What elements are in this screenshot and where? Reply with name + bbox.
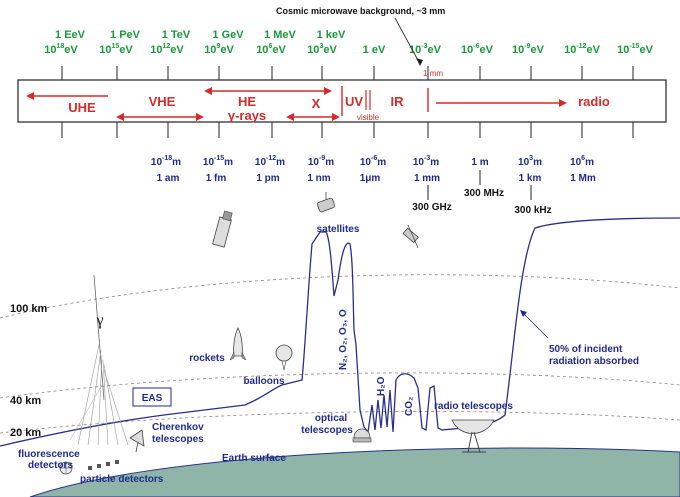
altitude-line-40km <box>0 372 680 399</box>
freq-label-ghz: 300 GHz <box>412 202 451 213</box>
rockets-label: rockets <box>189 353 225 364</box>
balloons-label: balloons <box>243 376 285 387</box>
cherenkov-telescope-icon <box>129 429 145 453</box>
svg-text:10-18m: 10-18m <box>151 155 181 168</box>
svg-text:1 m: 1 m <box>471 157 488 168</box>
h2o-label: H₂O <box>376 376 387 396</box>
detectors-label: detectors <box>28 460 73 471</box>
wavelength-labels: 10-18m 1 am 10-15m 1 fm 10-12m 1 pm 10-9… <box>151 155 596 184</box>
band-ir: IR <box>391 94 405 109</box>
energy-ticks <box>61 66 634 80</box>
radio-telescope-icon <box>451 419 495 453</box>
svg-text:106m: 106m <box>570 155 594 168</box>
cmb-pointer-head <box>416 58 423 66</box>
svg-text:1μm: 1μm <box>360 173 381 184</box>
svg-text:1 mm: 1 mm <box>414 173 440 184</box>
band-x: X <box>312 96 321 111</box>
fluorescence-detector-icon <box>59 461 73 475</box>
svg-text:10-12eV: 10-12eV <box>564 43 600 56</box>
energy-label-top: 1 PeV <box>110 29 141 41</box>
svg-text:1 eV: 1 eV <box>363 44 386 56</box>
band-arrows <box>26 86 567 121</box>
radio-telescopes-label: radio telescopes <box>434 401 513 412</box>
cherenkov-label: Cherenkov <box>152 422 204 433</box>
incident-pointer-head <box>520 310 527 317</box>
optical-telescope-icon <box>352 428 372 443</box>
svg-text:10-15m: 10-15m <box>203 155 233 168</box>
incident-pointer <box>521 311 549 339</box>
satellite-icon <box>316 192 336 213</box>
cmb-label: Cosmic microwave background, ~3 mm <box>276 6 445 16</box>
svg-text:109eV: 109eV <box>204 43 234 56</box>
svg-text:1015eV: 1015eV <box>99 43 133 56</box>
molecules-label: N₂, O₂, O₃, O <box>338 309 349 370</box>
cmb-pointer <box>394 17 421 65</box>
band-he: HE <box>238 94 256 109</box>
svg-text:1012eV: 1012eV <box>150 43 184 56</box>
svg-text:1 km: 1 km <box>519 173 542 184</box>
energy-label-top: 1 keV <box>317 29 346 41</box>
band-radio: radio <box>578 94 610 109</box>
wavelength-ticks <box>61 122 634 138</box>
svg-text:103m: 103m <box>518 155 542 168</box>
altitude-line-20km <box>0 411 680 434</box>
eas-box <box>132 387 172 407</box>
satellites-label: satellites <box>317 224 360 235</box>
particle-detector-icons <box>88 460 119 470</box>
svg-text:106eV: 106eV <box>256 43 286 56</box>
freq-label-mhz: 300 MHz <box>464 188 504 199</box>
balloon-icon <box>275 344 293 371</box>
band-vhe: VHE <box>149 94 176 109</box>
earth-surface-shape <box>29 447 680 497</box>
satellite-icon <box>402 224 419 249</box>
freq-label-khz: 300 kHz <box>514 205 551 216</box>
incident-label-line1: 50% of incident <box>549 344 623 355</box>
spectrum-bar <box>17 79 667 123</box>
altitude-100km: 100 km <box>10 303 48 315</box>
absorption-curve <box>0 217 680 447</box>
band-uv: UV <box>345 94 363 109</box>
cmb-marker: 1 mm <box>423 69 443 78</box>
svg-text:10-6m: 10-6m <box>360 155 386 168</box>
eas-label: EAS <box>142 393 163 404</box>
gamma-symbol: γ <box>95 312 103 329</box>
svg-text:10-9m: 10-9m <box>308 155 334 168</box>
energy-label-top: 1 GeV <box>212 29 244 41</box>
band-uhe: UHE <box>68 100 96 115</box>
svg-text:1 fm: 1 fm <box>206 173 227 184</box>
co2-label: CO₂ <box>404 397 415 416</box>
energy-label-top: 1 EeV <box>55 29 86 41</box>
svg-text:10-12m: 10-12m <box>255 155 285 168</box>
svg-text:1 Mm: 1 Mm <box>570 173 596 184</box>
fluorescence-label: fluorescence <box>18 449 80 460</box>
energy-labels: 1 EeV 1018eV 1 PeV 1015eV 1 TeV 1012eV 1… <box>44 29 653 56</box>
energy-label-top: 1 TeV <box>162 29 191 41</box>
energy-label-top: 1 MeV <box>264 29 296 41</box>
air-shower <box>69 274 129 446</box>
optical-telescopes-label: telescopes <box>301 425 353 436</box>
svg-text:1 nm: 1 nm <box>307 173 330 184</box>
band-gamma-rays: γ-rays <box>228 108 266 123</box>
svg-text:10-3m: 10-3m <box>413 155 439 168</box>
band-visible: visible <box>357 113 380 122</box>
incident-label-line2: radiation absorbed <box>549 356 639 367</box>
altitude-20km: 20 km <box>10 427 41 439</box>
svg-text:103eV: 103eV <box>307 43 337 56</box>
svg-text:10-3eV: 10-3eV <box>409 43 442 56</box>
altitude-40km: 40 km <box>10 395 41 407</box>
particle-detectors-label: particle detectors <box>80 474 164 485</box>
svg-text:1018eV: 1018eV <box>44 43 78 56</box>
svg-text:10-9eV: 10-9eV <box>512 43 545 56</box>
satellite-icon <box>212 210 233 248</box>
svg-text:1 am: 1 am <box>157 173 180 184</box>
svg-text:10-15eV: 10-15eV <box>617 43 653 56</box>
svg-text:10-6eV: 10-6eV <box>461 43 494 56</box>
optical-label: optical <box>315 413 347 424</box>
altitude-line-100km <box>0 274 680 319</box>
svg-text:1 pm: 1 pm <box>256 173 279 184</box>
rocket-icon <box>229 327 247 361</box>
earth-surface-label: Earth surface <box>222 453 286 464</box>
cherenkov-telescopes-label: telescopes <box>152 434 204 445</box>
